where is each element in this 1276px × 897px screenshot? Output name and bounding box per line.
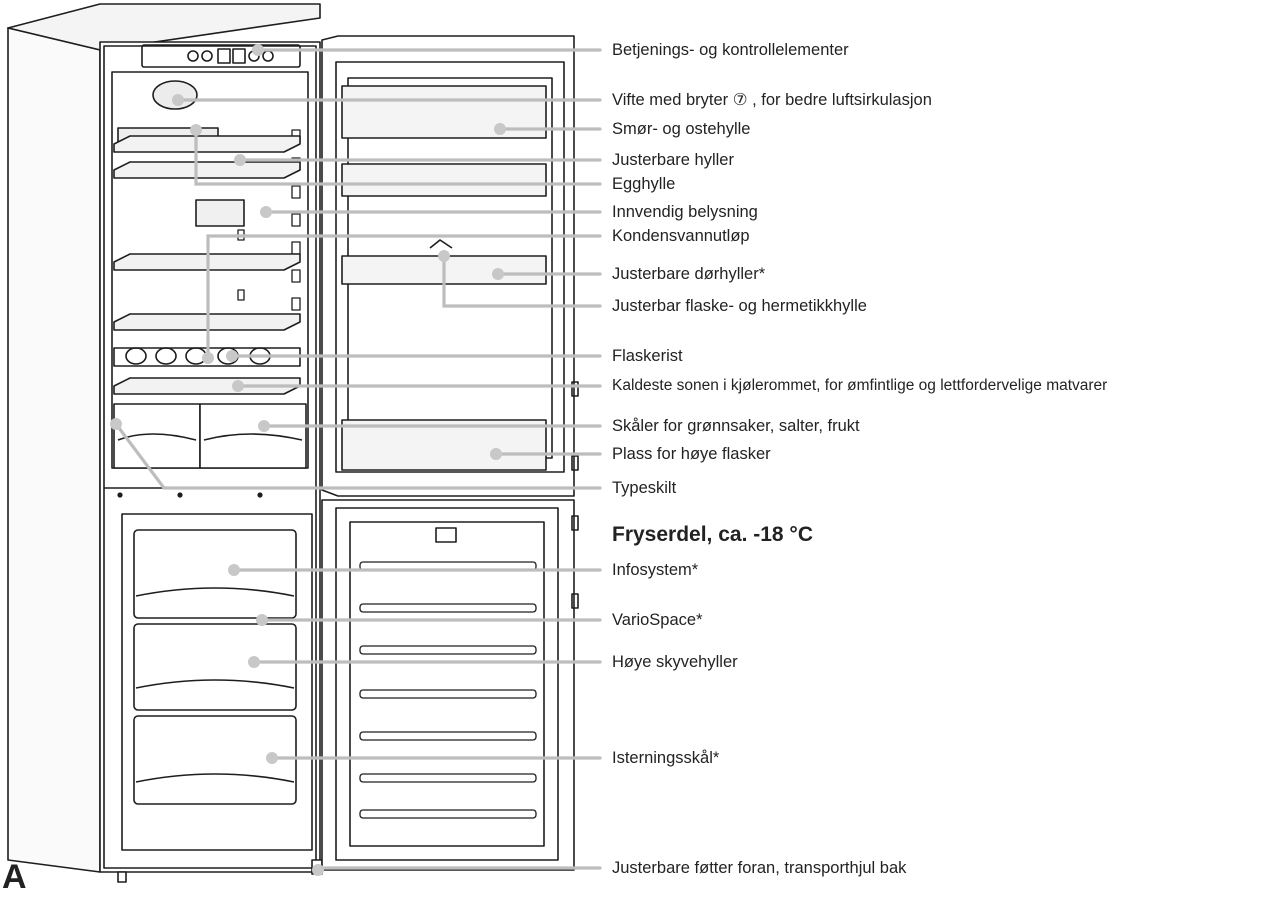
label-justerbare-hyller: Justerbare hyller (612, 150, 734, 170)
label-kondens: Kondensvannutløp (612, 226, 750, 246)
label-isterning: Isterningsskål* (612, 748, 719, 768)
label-variospace: VarioSpace* (612, 610, 703, 630)
label-skaler: Skåler for grønnsaker, salter, frukt (612, 416, 860, 436)
label-fotter: Justerbare føtter foran, transporthjul b… (612, 858, 906, 878)
label-betjening: Betjenings- og kontrollelementer (612, 40, 849, 60)
label-flaskehylle: Justerbar flaske- og hermetikkhylle (612, 296, 867, 316)
label-typeskilt: Typeskilt (612, 478, 676, 498)
label-belysning: Innvendig belysning (612, 202, 758, 222)
label-dorhyller: Justerbare dørhyller* (612, 264, 765, 284)
figure-letter: A (2, 858, 27, 897)
label-infosystem: Infosystem* (612, 560, 698, 580)
label-kaldeste: Kaldeste sonen i kjølerommet, for ømfint… (612, 376, 1107, 396)
freezer-heading: Fryserdel, ca. -18 °C (612, 523, 813, 547)
label-smor: Smør- og ostehylle (612, 119, 750, 139)
label-vifte: Vifte med bryter ⑦ , for bedre luftsirku… (612, 90, 932, 110)
label-skyvehyller: Høye skyvehyller (612, 652, 738, 672)
label-egghylle: Egghylle (612, 174, 675, 194)
label-flaskerist: Flaskerist (612, 346, 683, 366)
label-plass: Plass for høye flasker (612, 444, 771, 464)
